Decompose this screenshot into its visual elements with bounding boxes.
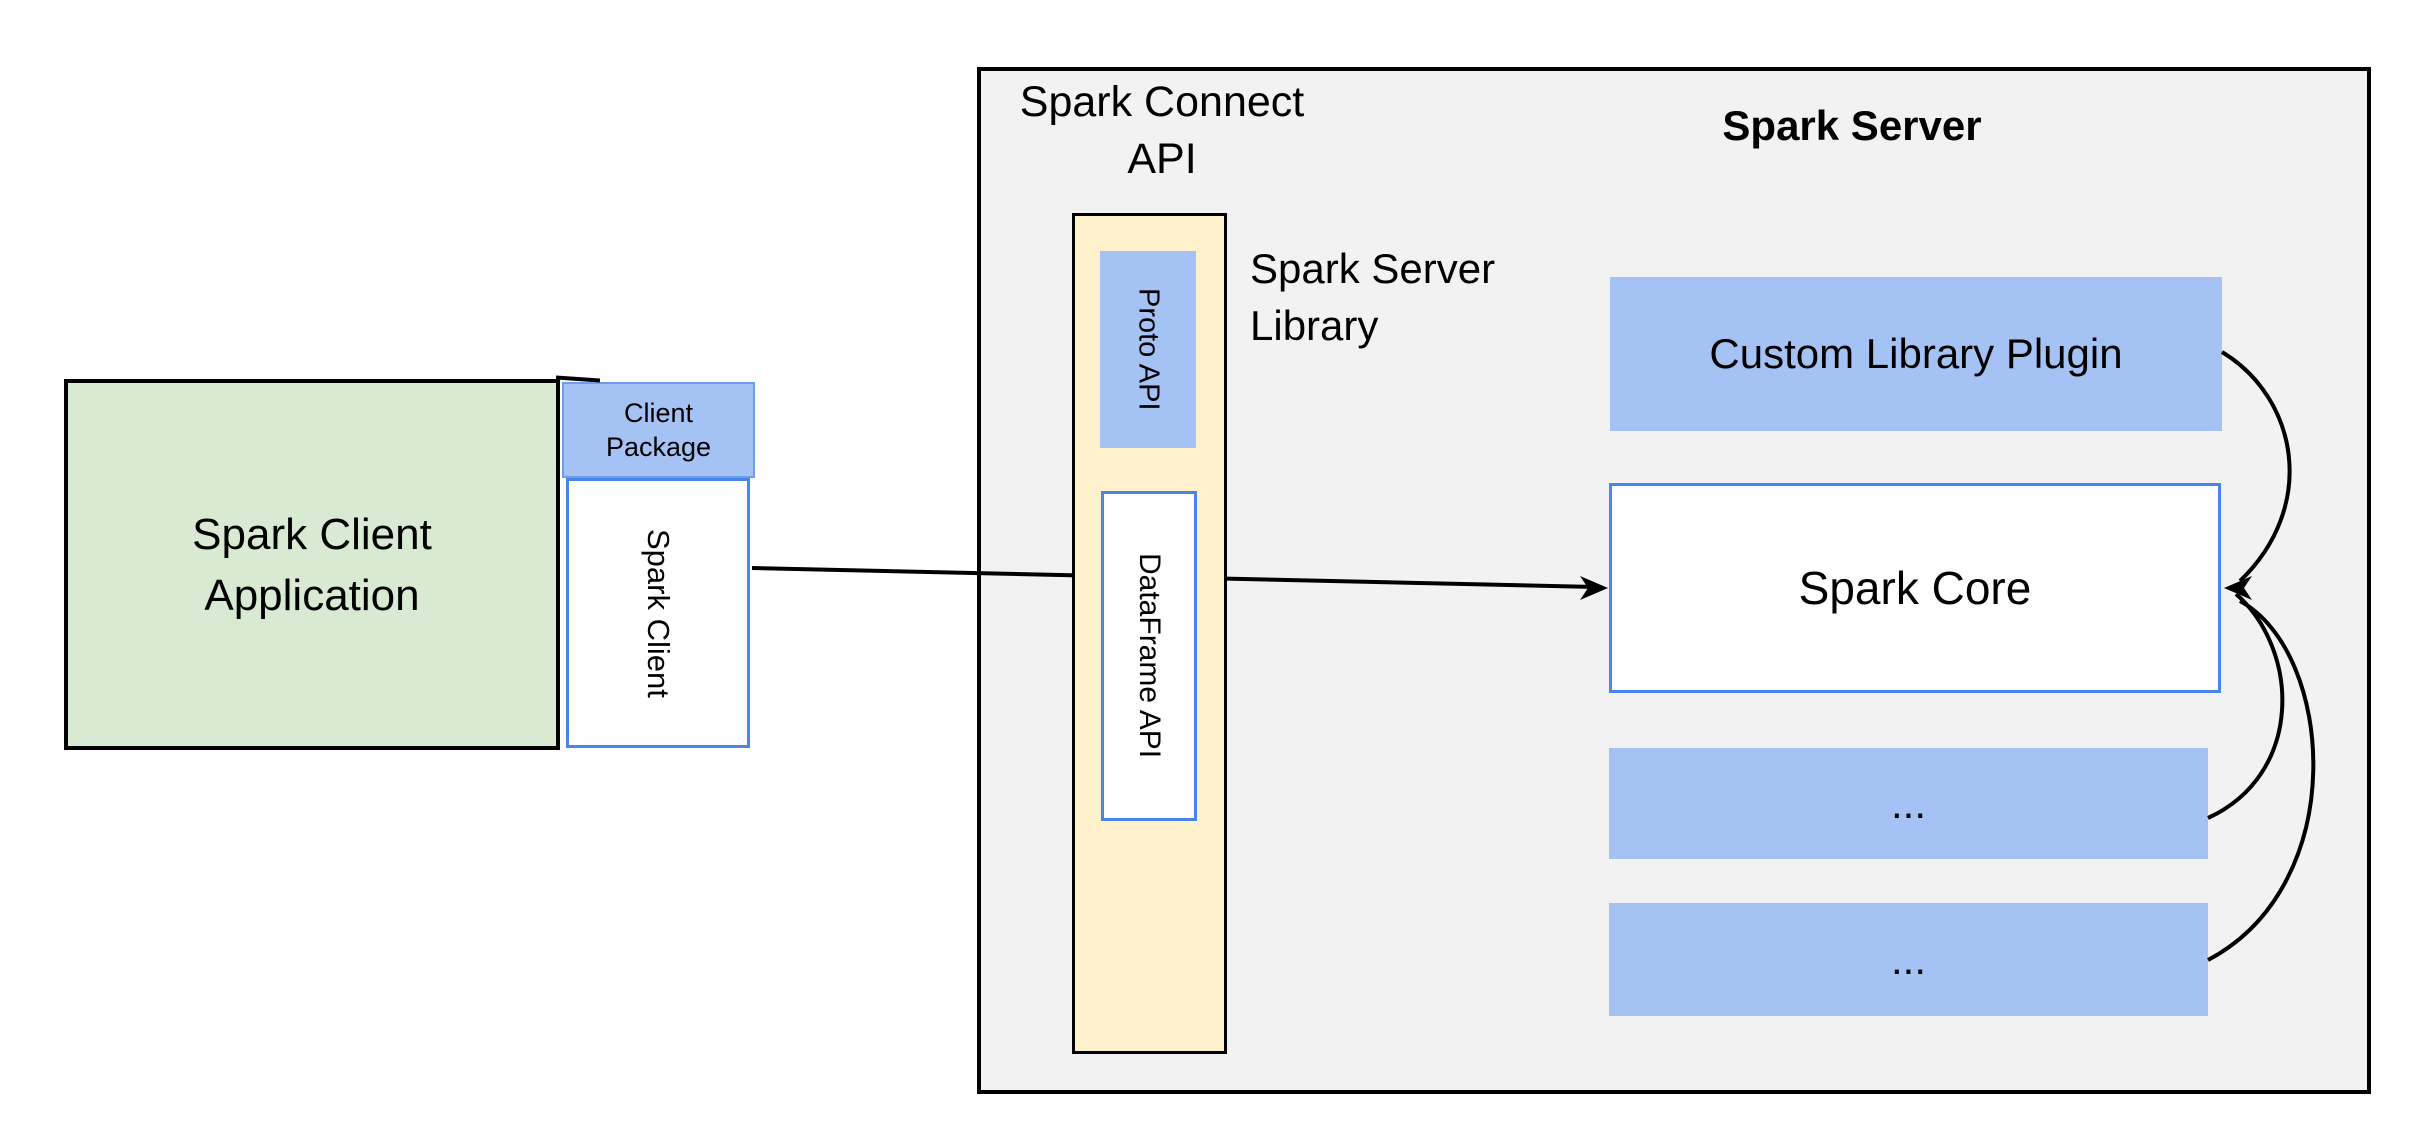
custom-library-plugin-box: Custom Library Plugin xyxy=(1610,277,2222,431)
client-package-box: Client Package xyxy=(562,382,755,478)
more-plugins-label-1: ... xyxy=(1890,779,1926,827)
spark-client-box: Spark Client xyxy=(566,478,750,748)
spark-core-label: Spark Core xyxy=(1798,562,2032,614)
spark-core-box: Spark Core xyxy=(1609,483,2221,693)
spark-client-label: Spark Client xyxy=(641,528,676,698)
spark-server-library-label: Spark Server Library xyxy=(1250,240,1580,354)
spark-client-application-box: Spark Client Application xyxy=(64,379,560,750)
more-plugins-box-1: ... xyxy=(1609,748,2208,859)
custom-library-plugin-label: Custom Library Plugin xyxy=(1709,330,2123,377)
spark-server-library-line2: Library xyxy=(1250,302,1379,349)
more-plugins-label-2: ... xyxy=(1890,935,1926,983)
spark-connect-api-line1: Spark Connect xyxy=(1019,78,1305,126)
client-package-line2: Package xyxy=(605,432,712,462)
client-package-line1: Client xyxy=(623,398,694,428)
spark-connect-api-line2: API xyxy=(1127,135,1197,183)
dataframe-api-box: DataFrame API xyxy=(1101,491,1197,821)
spark-connect-api-label: Spark Connect API xyxy=(1000,74,1324,188)
proto-api-label: Proto API xyxy=(1132,288,1165,411)
proto-api-box: Proto API xyxy=(1100,251,1196,448)
spark-server-library-line1: Spark Server xyxy=(1250,245,1496,292)
spark-client-application-line2: Application xyxy=(204,570,420,620)
dataframe-api-label: DataFrame API xyxy=(1133,553,1166,759)
spark-server-title: Spark Server xyxy=(1722,102,1982,149)
spark-client-application-line1: Spark Client xyxy=(192,509,432,559)
more-plugins-box-2: ... xyxy=(1609,903,2208,1016)
